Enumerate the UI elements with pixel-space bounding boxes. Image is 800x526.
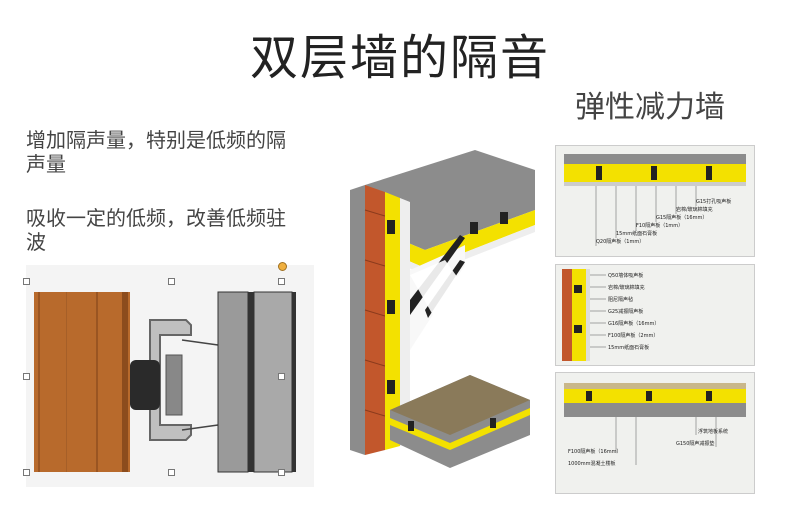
floor-label: 1000mm混凝土楼板 xyxy=(568,460,615,467)
floor-label: 浮筑地板系统 xyxy=(698,428,728,435)
resize-handle[interactable] xyxy=(278,469,285,476)
wall-label: G16隔声板（16mm） xyxy=(608,320,659,327)
rotate-handle[interactable] xyxy=(278,262,287,271)
resilient-clip-detail-image xyxy=(23,262,314,487)
wall-label: 阻尼隔声毡 xyxy=(608,296,633,303)
ceiling-detail-panel: G15打孔吸声板 岩棉/玻璃棉填充 G15隔声板（16mm） F10隔声板（1m… xyxy=(555,145,755,257)
resize-handle[interactable] xyxy=(23,469,30,476)
resize-handle[interactable] xyxy=(278,373,285,380)
resize-handle[interactable] xyxy=(23,278,30,285)
wall-label: G25减振隔声板 xyxy=(608,308,643,315)
benefit-text-2: 吸收一定的低频，改善低频驻波 xyxy=(26,206,286,254)
wall-label: F100隔声板（2mm） xyxy=(608,332,658,339)
floor-label: G150隔声减振垫 xyxy=(676,440,714,447)
gypsum-board-2 xyxy=(253,291,293,473)
wall-label: 岩棉/玻璃棉填充 xyxy=(608,284,645,291)
brick-wall xyxy=(365,185,385,455)
resize-handle[interactable] xyxy=(23,373,30,380)
page-title: 双层墙的隔音 xyxy=(249,30,550,86)
ceiling-label: 岩棉/玻璃棉填充 xyxy=(676,206,713,213)
wall-detail-drawing: Q50墙体吸声板 岩棉/玻璃棉填充 阻尼隔声毡 G25减振隔声板 G16隔声板（… xyxy=(562,269,659,361)
benefit-text-1: 增加隔声量，特别是低频的隔声量 xyxy=(26,128,286,176)
ceiling-label: G15打孔吸声板 xyxy=(696,198,731,205)
floor-detail-panel: 浮筑地板系统 G150隔声减振垫 F100隔声板（16mm） 1000mm混凝土… xyxy=(555,372,755,494)
ceiling-label: G15隔声板（16mm） xyxy=(656,214,707,221)
resilient-clip-drawing xyxy=(34,291,296,473)
ceiling-label: F10隔声板（1mm） xyxy=(636,222,683,229)
wall-label: Q50墙体吸声板 xyxy=(608,272,643,279)
resize-handle[interactable] xyxy=(278,278,285,285)
resize-handle[interactable] xyxy=(168,278,175,285)
wall-label: 15mm纸面石膏板 xyxy=(608,344,649,351)
resize-handle[interactable] xyxy=(168,469,175,476)
room-section-3d-drawing xyxy=(350,150,535,468)
concrete-wall xyxy=(350,185,365,455)
stone-floor-finish xyxy=(390,375,530,435)
floor-label: F100隔声板（16mm） xyxy=(568,448,622,455)
section-subtitle: 弹性减力墙 xyxy=(575,90,725,125)
rubber-isolator xyxy=(130,360,160,410)
ceiling-label: 15mm纸面石膏板 xyxy=(616,230,657,237)
ceiling-label: Q20隔声板（1mm） xyxy=(596,238,644,245)
wood-wall-layer xyxy=(34,292,130,472)
gypsum-board-1 xyxy=(217,291,249,473)
ceiling-detail-drawing: G15打孔吸声板 岩棉/玻璃棉填充 G15隔声板（16mm） F10隔声板（1m… xyxy=(564,154,746,246)
floor-insulation xyxy=(390,418,450,450)
wall-detail-panel: Q50墙体吸声板 岩棉/玻璃棉填充 阻尼隔声毡 G25减振隔声板 G16隔声板（… xyxy=(555,264,755,366)
floor-detail-drawing: 浮筑地板系统 G150隔声减振垫 F100隔声板（16mm） 1000mm混凝土… xyxy=(564,383,746,467)
